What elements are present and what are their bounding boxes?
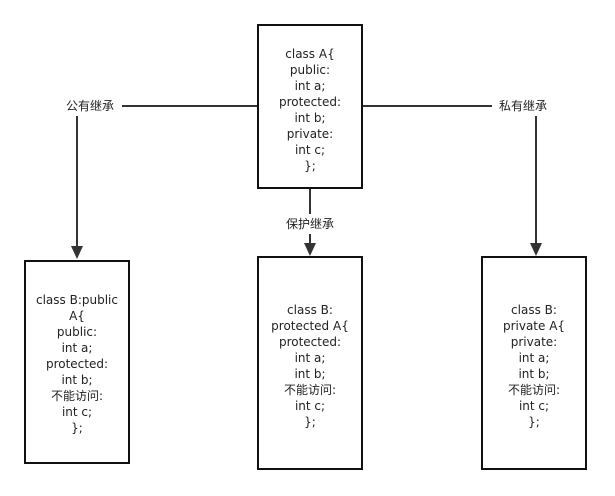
edge-public-line [76, 105, 258, 247]
edge-public-label: 公有继承 [66, 99, 114, 113]
class-a-line-6: private: [287, 127, 333, 141]
class-b-public-line-2: A{ [69, 309, 85, 323]
class-a-box-frame [257, 24, 363, 189]
class-b-public-line-8: int c; [62, 405, 92, 419]
class-b-protected-box-frame [257, 256, 363, 470]
arrowhead-down-icon [530, 243, 542, 256]
class-b-protected-line-4: int a; [295, 351, 326, 365]
arrowhead-down-icon [71, 246, 83, 259]
class-b-public-line-1: class B:public [36, 293, 118, 307]
class-b-public-line-5: protected: [46, 357, 108, 371]
class-b-protected-line-8: }; [304, 415, 316, 429]
class-b-public-line-4: int a; [62, 341, 93, 355]
class-a-line-2: public: [290, 63, 330, 77]
class-a-line-8: }; [304, 159, 316, 173]
class-b-private-line-2: private A{ [503, 319, 565, 333]
edge-protected-label-bg [276, 214, 342, 234]
arrowhead-down-icon [304, 243, 316, 256]
class-b-private-box-frame [481, 256, 587, 470]
class-b-private-line-7: int c; [519, 399, 549, 413]
edge-protected-inheritance: 保护继承 [276, 188, 342, 256]
class-b-private-line-3: private: [511, 335, 557, 349]
class-a-line-1: class A{ [285, 47, 334, 61]
edge-private-line [362, 105, 537, 244]
class-b-private-line-5: int b; [518, 367, 549, 381]
class-b-public-box-frame [24, 260, 130, 464]
class-b-private-line-8: }; [528, 415, 540, 429]
edge-private-label-bg [492, 96, 556, 116]
class-b-protected-line-3: protected: [279, 335, 341, 349]
class-b-protected-line-5: int b; [294, 367, 325, 381]
edge-private-inheritance: 私有继承 [362, 96, 556, 256]
edge-public-label-bg [58, 96, 122, 116]
class-b-protected-box: class B: protected A{ protected: int a; … [257, 256, 363, 470]
class-b-private-line-1: class B: [511, 303, 557, 317]
class-a-box: class A{ public: int a; protected: int b… [257, 24, 363, 189]
class-b-protected-line-1: class B: [287, 303, 333, 317]
class-b-private-line-6: 不能访问: [508, 383, 560, 397]
class-a-line-5: int b; [294, 111, 325, 125]
edge-public-inheritance: 公有继承 [58, 96, 258, 259]
class-a-line-3: int a; [295, 79, 326, 93]
class-b-private-box: class B: private A{ private: int a; int … [481, 256, 587, 470]
class-b-public-box: class B:public A{ public: int a; protect… [24, 260, 130, 464]
class-b-protected-line-2: protected A{ [271, 319, 349, 333]
class-b-public-line-6: int b; [61, 373, 92, 387]
class-b-public-line-9: }; [71, 421, 83, 435]
class-b-private-line-4: int a; [519, 351, 550, 365]
edge-protected-label: 保护继承 [286, 217, 334, 231]
class-b-protected-line-6: 不能访问: [284, 383, 336, 397]
class-b-public-line-3: public: [57, 325, 97, 339]
class-b-public-line-7: 不能访问: [51, 389, 103, 403]
class-b-protected-line-7: int c; [295, 399, 325, 413]
edge-private-label: 私有继承 [499, 99, 547, 113]
class-a-line-4: protected: [279, 95, 341, 109]
class-a-line-7: int c; [295, 143, 325, 157]
